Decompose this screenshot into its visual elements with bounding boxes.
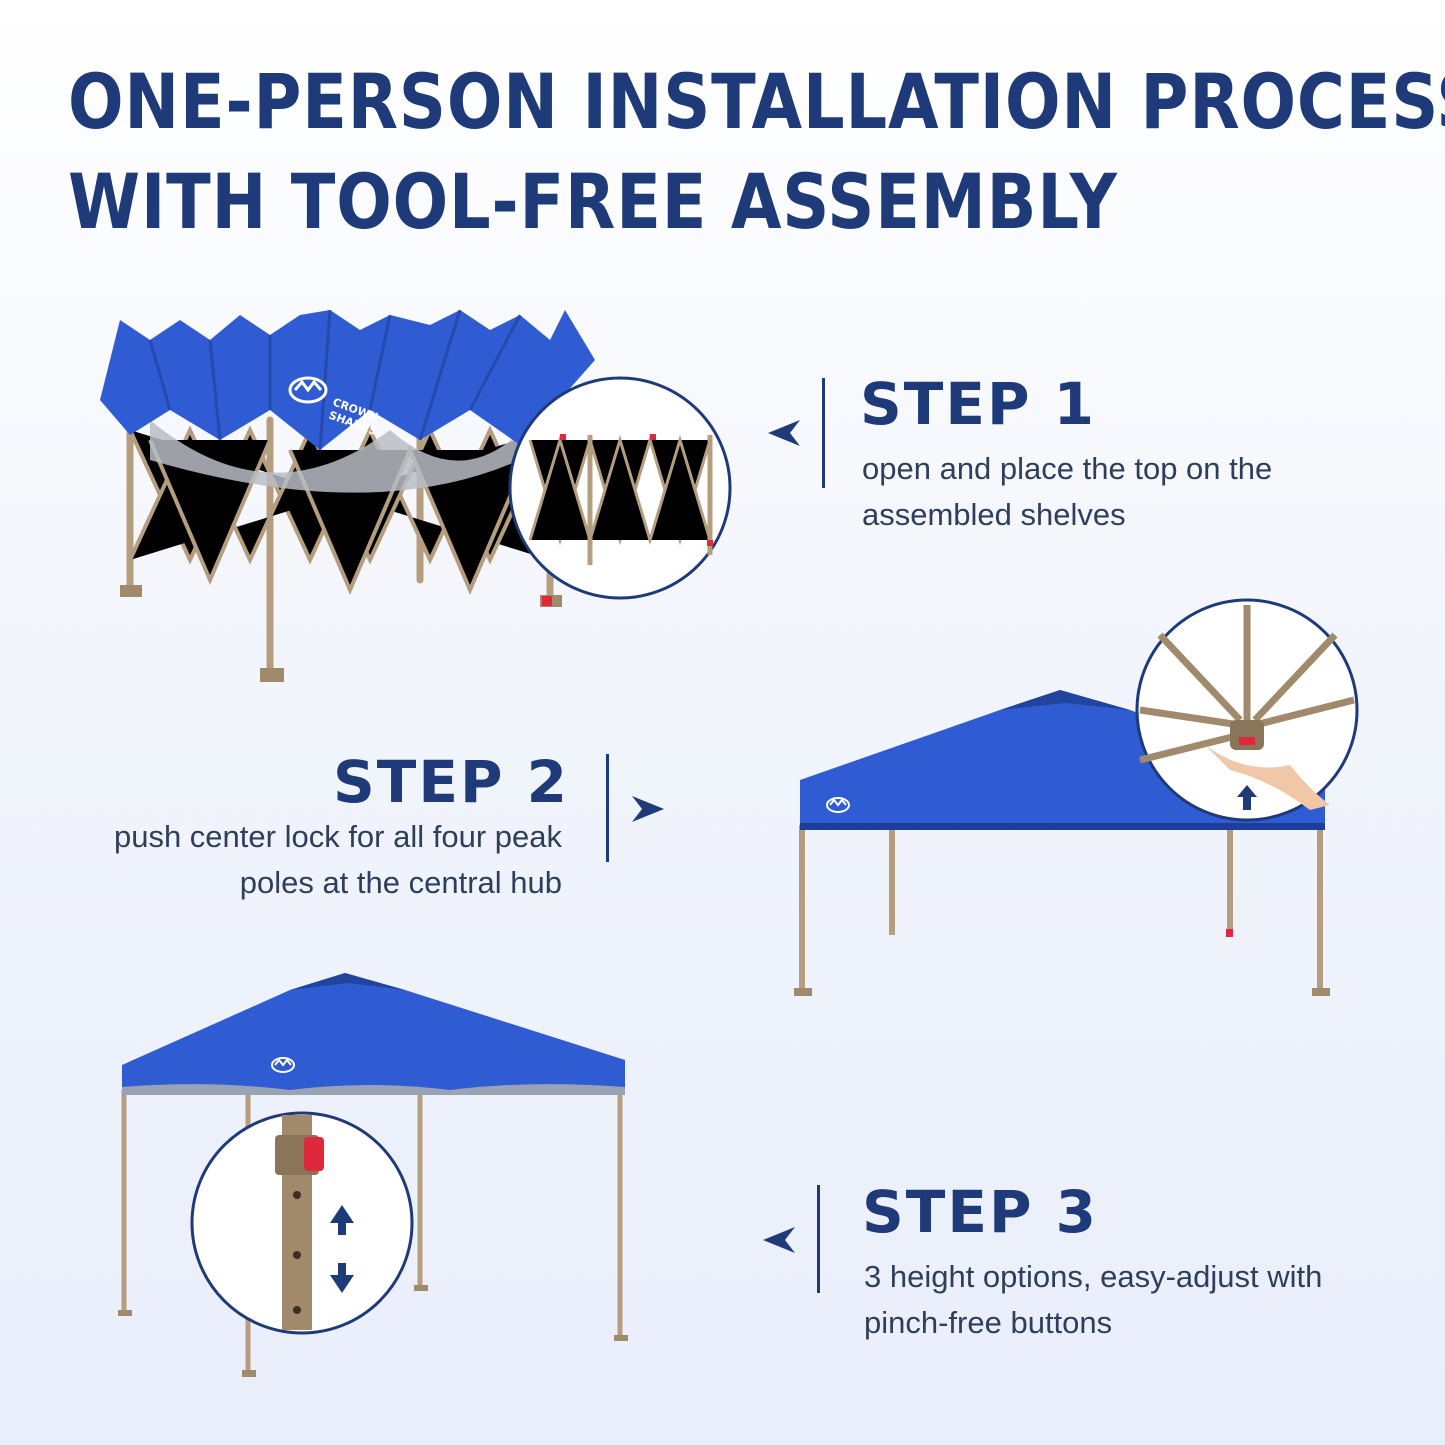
arrow-left-icon [768, 420, 800, 446]
step-1-divider [822, 378, 825, 488]
step-2-divider [606, 754, 609, 862]
step-1-description: open and place the top on the assembled … [862, 451, 1273, 532]
crown-logo-icon [271, 1057, 295, 1073]
step-2-illustration [794, 598, 1359, 996]
step-1-illustration: CROWN SHADES [100, 309, 732, 682]
step-3-description: 3 height options, easy-adjust with pinch… [864, 1259, 1323, 1340]
step-2-title: STEP 2 [332, 748, 569, 816]
page-title-line-2: WITH TOOL-FREE ASSEMBLY [68, 157, 1118, 246]
step-3-divider [817, 1185, 820, 1293]
double-arrow-icon [330, 1205, 354, 1293]
step-2-description: push center lock for all four peak poles… [113, 819, 562, 900]
arrow-left-icon [763, 1227, 795, 1253]
up-arrow-icon [1237, 785, 1257, 810]
crown-logo-icon [288, 376, 328, 404]
step-3-title: STEP 3 [862, 1178, 1099, 1246]
arrow-right-icon [632, 796, 664, 822]
crown-logo-icon [826, 797, 850, 813]
step-1-title: STEP 1 [860, 370, 1097, 438]
step-3-illustration [118, 973, 628, 1377]
page-title-line-1: ONE-PERSON INSTALLATION PROCESS [68, 57, 1445, 146]
page-title: ONE-PERSON INSTALLATION PROCESS WITH TOO… [68, 52, 1445, 252]
